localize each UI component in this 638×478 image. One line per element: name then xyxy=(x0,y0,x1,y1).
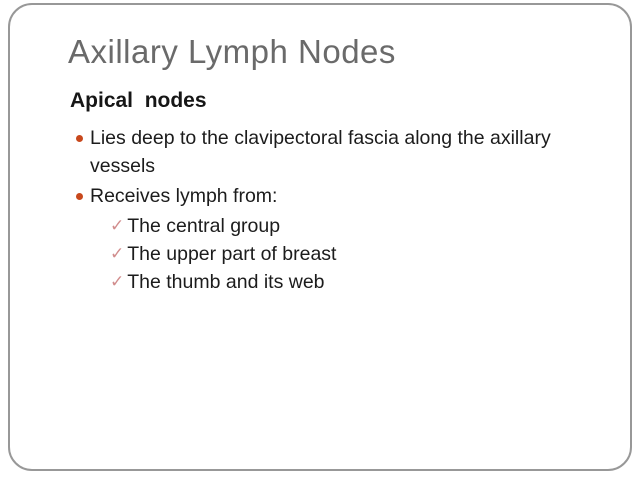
sub-bullet-list: ✓ The central group ✓ The upper part of … xyxy=(110,212,615,296)
slide-title: Axillary Lymph Nodes xyxy=(68,33,396,70)
sub-bullet-item: ✓ The thumb and its web xyxy=(110,268,615,296)
bullet-text: Lies deep to the clavipectoral fascia al… xyxy=(90,127,551,177)
sub-bullet-text: The upper part of breast xyxy=(127,243,337,265)
sub-bullet-text: The central group xyxy=(127,215,281,237)
bullet-item: Receives lymph from: xyxy=(70,182,615,210)
sub-bullet-item: ✓ The central group xyxy=(110,212,615,240)
bullet-item: Lies deep to the clavipectoral fascia al… xyxy=(70,124,615,180)
sub-bullet-item: ✓ The upper part of breast xyxy=(110,240,615,268)
checkmark-icon: ✓ xyxy=(110,272,125,291)
sub-bullet-text: The thumb and its web xyxy=(127,271,325,293)
checkmark-icon: ✓ xyxy=(110,244,125,263)
bullet-text: Receives lymph from: xyxy=(90,185,278,207)
slide-body: Apical nodes Lies deep to the clavipecto… xyxy=(70,88,615,296)
bullet-dot-icon xyxy=(76,193,83,200)
slide-border-frame xyxy=(8,3,632,471)
checkmark-icon: ✓ xyxy=(110,216,125,235)
section-heading: Apical nodes xyxy=(70,89,207,112)
bullet-dot-icon xyxy=(76,135,83,142)
